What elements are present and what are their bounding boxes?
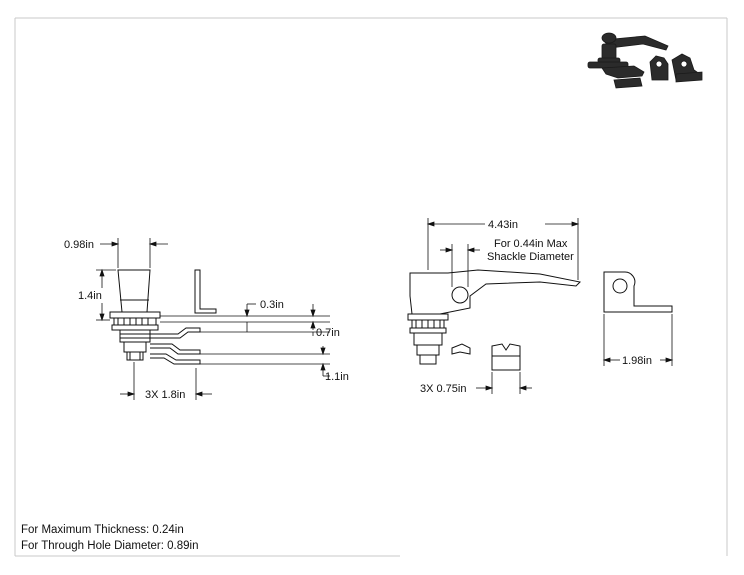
dim-cam-length-label-right: 3X 0.75in [420, 383, 466, 395]
right-view [407, 269, 673, 371]
dim-reach-label: 1.1in [325, 371, 349, 383]
latch-lever [409, 269, 582, 315]
latch-cams [150, 327, 201, 365]
cam-piece-small [451, 343, 471, 355]
dim-shackle-note-line2: Shackle Diameter [487, 251, 574, 263]
latch-body [109, 311, 161, 361]
shackle-hole [451, 286, 469, 304]
product-preview-icon [587, 32, 703, 89]
dim-handle-length-label: 4.43in [488, 219, 518, 231]
dim-shackle-note-line1: For 0.44in Max [494, 238, 568, 250]
note-max-thickness: For Maximum Thickness: 0.24in [21, 524, 184, 536]
latch-bracket [194, 269, 217, 314]
dim-bracket-width-label: 1.98in [622, 355, 652, 367]
dim-height-label: 1.4in [78, 290, 102, 302]
cam-piece-large [491, 343, 521, 371]
dim-cam-length-label: 3X 1.8in [145, 389, 185, 401]
right-view-labels: 4.43in For 0.44in Max Shackle Diameter 1… [420, 219, 652, 395]
bracket-side [603, 271, 673, 313]
bracket-hole [612, 278, 628, 294]
right-view-dimensions [426, 218, 674, 394]
left-view-dimensions [96, 238, 330, 400]
dim-width-label: 0.98in [64, 239, 94, 251]
dim-offset-label: 0.7in [316, 327, 340, 339]
latch-body-side [407, 313, 449, 365]
left-view [109, 269, 217, 365]
sheet-border [14, 17, 728, 557]
dim-thickness-label: 0.3in [260, 299, 284, 311]
latch-knob [117, 269, 151, 313]
note-through-hole: For Through Hole Diameter: 0.89in [21, 540, 199, 552]
left-view-labels: 0.98in 1.4in 0.3in 0.7in 1.1in 3X 1.8in [64, 239, 349, 401]
